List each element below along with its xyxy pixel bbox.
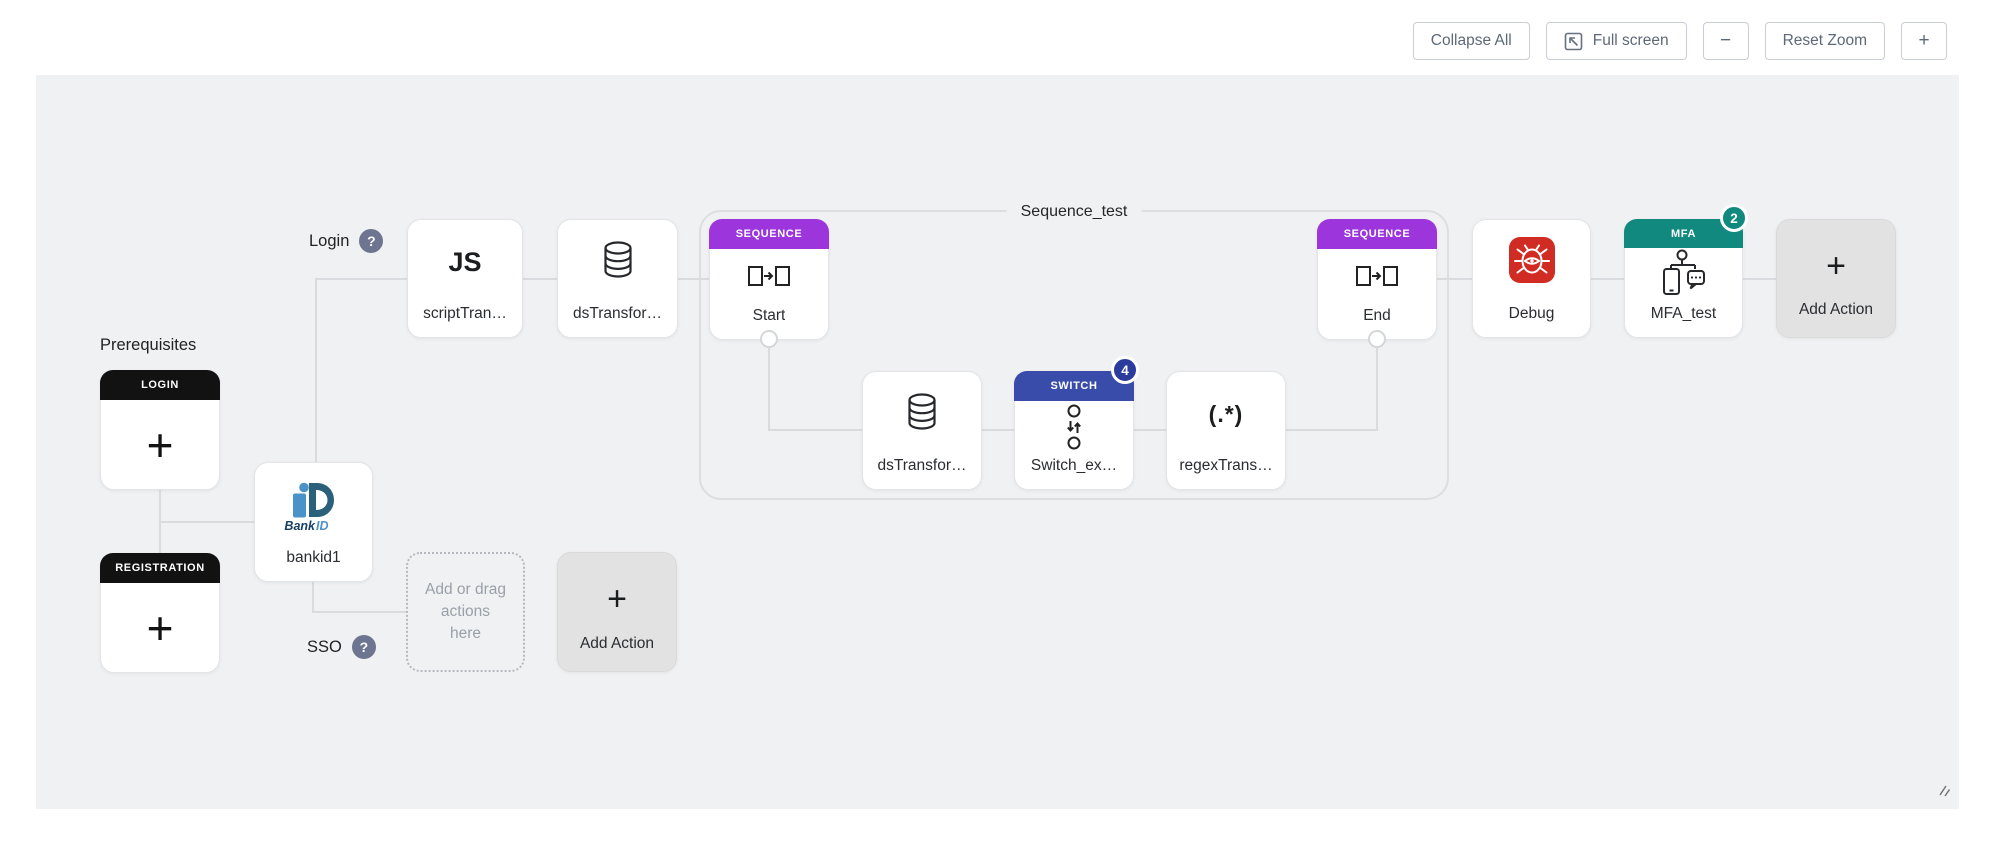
bankid-logo-icon: Bank ID	[280, 480, 348, 532]
node-start[interactable]: SEQUENCE Start	[709, 219, 829, 348]
node-addActionBottom[interactable]: + Add Action	[557, 552, 677, 672]
node-icon-box	[1473, 220, 1590, 305]
node-label: regexTrans…	[1179, 457, 1273, 474]
node-dropzone[interactable]: Add or drag actions here	[406, 552, 525, 672]
collapse-all-button[interactable]: Collapse All	[1412, 22, 1530, 60]
node-header: SEQUENCE	[709, 219, 829, 249]
plus-icon: +	[607, 580, 627, 618]
node-icon-box: +	[1777, 220, 1895, 301]
dropzone-text: Add or drag actions here	[424, 581, 506, 642]
login-help-icon[interactable]: ?	[359, 229, 384, 253]
sso-help-icon[interactable]: ?	[351, 635, 376, 659]
canvas-toolbar: Collapse All Full screen − Reset Zoom +	[1412, 22, 1947, 60]
count-badge: 2	[1720, 204, 1748, 232]
switch-icon	[1062, 403, 1086, 456]
node-label: Switch_ex…	[1030, 457, 1118, 474]
debug-bug-icon	[1508, 237, 1555, 288]
edge	[315, 278, 407, 462]
node-debug[interactable]: Debug	[1472, 219, 1591, 338]
prerequisites-label: Prerequisites	[100, 336, 197, 354]
node-icon-box	[863, 372, 981, 457]
node-header: REGISTRATION	[100, 553, 220, 583]
node-registration[interactable]: REGISTRATION +	[100, 553, 220, 673]
node-login[interactable]: LOGIN +	[100, 370, 220, 490]
sso-section-label: SSO ?	[307, 635, 376, 659]
node-label: scriptTran…	[423, 305, 507, 322]
node-icon-box: +	[101, 400, 219, 489]
node-icon-box	[1625, 248, 1742, 305]
full-screen-button[interactable]: Full screen	[1545, 22, 1687, 60]
svg-text:Bank: Bank	[284, 519, 316, 532]
node-icon-box	[1015, 401, 1133, 457]
connector-handle[interactable]	[760, 330, 778, 348]
full-screen-label: Full screen	[1592, 32, 1669, 49]
plus-icon: +	[146, 601, 174, 654]
login-label-text: Login	[309, 231, 350, 250]
plus-icon: +	[1826, 246, 1846, 285]
node-regexTransformer[interactable]: (.*) regexTrans…	[1166, 371, 1286, 490]
node-header: LOGIN	[100, 370, 220, 400]
node-dsTransformer1[interactable]: dsTransfor…	[557, 219, 678, 338]
node-scriptTransformer[interactable]: JS scriptTran…	[407, 219, 523, 338]
node-header: MFA	[1624, 219, 1743, 249]
zoom-out-button[interactable]: −	[1702, 22, 1749, 60]
mfa-devices-icon	[1660, 248, 1708, 305]
node-addActionTop[interactable]: + Add Action	[1776, 219, 1896, 338]
connector-handle[interactable]	[1368, 330, 1386, 348]
zoom-in-button[interactable]: +	[1901, 22, 1947, 60]
sequence-icon	[745, 261, 793, 296]
node-mfaTest[interactable]: MFA MFA_test 2	[1624, 204, 1748, 338]
node-label: MFA_test	[1650, 305, 1717, 323]
sequence-group-label: Sequence_test	[1006, 200, 1142, 224]
sequence-group[interactable]: Sequence_test	[699, 200, 1449, 500]
sequence-icon	[1353, 261, 1401, 296]
node-icon-box: Bank ID	[255, 463, 372, 549]
flow-canvas[interactable]: Sequence_test Prerequisites Login ? SSO …	[36, 75, 1959, 809]
node-label: Add Action	[1798, 301, 1874, 318]
node-end[interactable]: SEQUENCE End	[1317, 219, 1437, 348]
database-icon	[904, 392, 940, 437]
node-label: Add Action	[579, 635, 655, 652]
node-label: End	[1363, 307, 1391, 324]
node-icon-box	[558, 220, 677, 305]
node-dsTransformer2[interactable]: dsTransfor…	[862, 371, 982, 490]
plus-icon: +	[146, 418, 174, 471]
node-label: Start	[752, 307, 786, 324]
node-header: SEQUENCE	[1317, 219, 1437, 249]
node-label: dsTransfor…	[877, 457, 967, 474]
node-label: bankid1	[286, 549, 341, 566]
reset-zoom-button[interactable]: Reset Zoom	[1764, 22, 1885, 60]
node-switchExample[interactable]: SWITCH Switch_ex…4	[1014, 356, 1139, 490]
node-icon-box: (.*)	[1167, 372, 1285, 457]
node-icon-box: +	[101, 583, 219, 672]
node-label: dsTransfor…	[572, 305, 662, 322]
regex-icon: (.*)	[1208, 401, 1244, 427]
node-label: Debug	[1508, 305, 1555, 322]
node-bankid1[interactable]: Bank ID bankid1	[254, 462, 373, 582]
node-icon-box	[1318, 249, 1436, 307]
node-icon-box	[710, 249, 828, 307]
full-screen-icon	[1564, 32, 1583, 51]
sso-label-text: SSO	[307, 637, 342, 656]
resize-handle[interactable]	[1936, 783, 1951, 803]
svg-text:ID: ID	[316, 519, 329, 532]
count-badge: 4	[1111, 356, 1139, 384]
login-section-label: Login ?	[309, 229, 384, 253]
database-icon	[600, 240, 636, 285]
node-icon-box: JS	[408, 220, 522, 305]
js-icon: JS	[448, 247, 482, 277]
node-icon-box: +	[558, 553, 676, 635]
edge	[312, 582, 406, 613]
